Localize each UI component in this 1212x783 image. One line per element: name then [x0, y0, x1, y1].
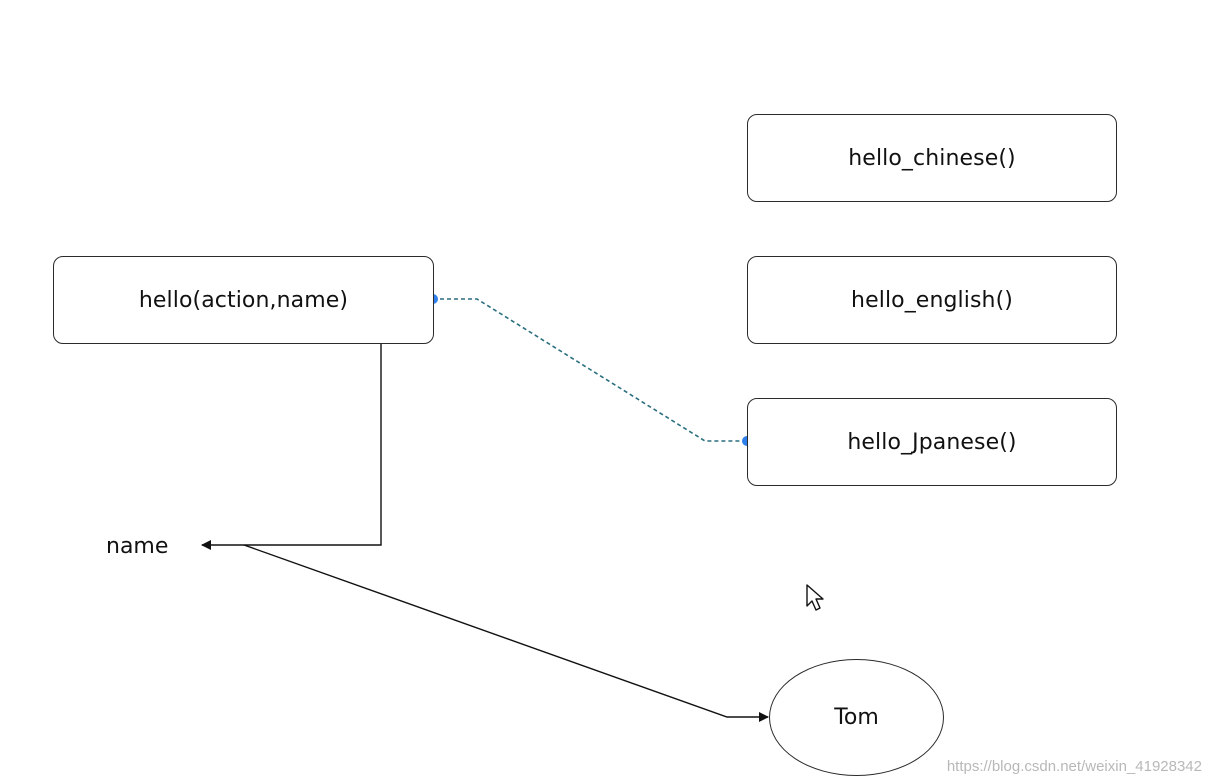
node-tom-label: Tom	[834, 705, 879, 730]
node-hello-english-label: hello_english()	[851, 287, 1013, 313]
watermark-text: https://blog.csdn.net/weixin_41928342	[946, 758, 1202, 775]
arrow-cursor-icon	[806, 584, 824, 611]
node-name[interactable]: name	[106, 534, 168, 559]
edge-hello-to-name	[201, 344, 382, 550]
node-hello-english[interactable]: hello_english()	[747, 256, 1117, 344]
node-hello-japanese[interactable]: hello_Jpanese()	[747, 398, 1117, 486]
node-hello-label: hello(action,name)	[138, 287, 349, 313]
node-hello[interactable]: hello(action,name)	[53, 256, 434, 344]
node-hello-chinese[interactable]: hello_chinese()	[747, 114, 1117, 202]
node-tom[interactable]: Tom	[769, 659, 944, 776]
edge-hello-to-japanese	[433, 298, 747, 442]
node-hello-japanese-label: hello_Jpanese()	[847, 429, 1017, 455]
node-name-label: name	[106, 534, 169, 559]
edge-name-to-tom	[243, 544, 769, 722]
node-hello-chinese-label: hello_chinese()	[848, 145, 1016, 171]
